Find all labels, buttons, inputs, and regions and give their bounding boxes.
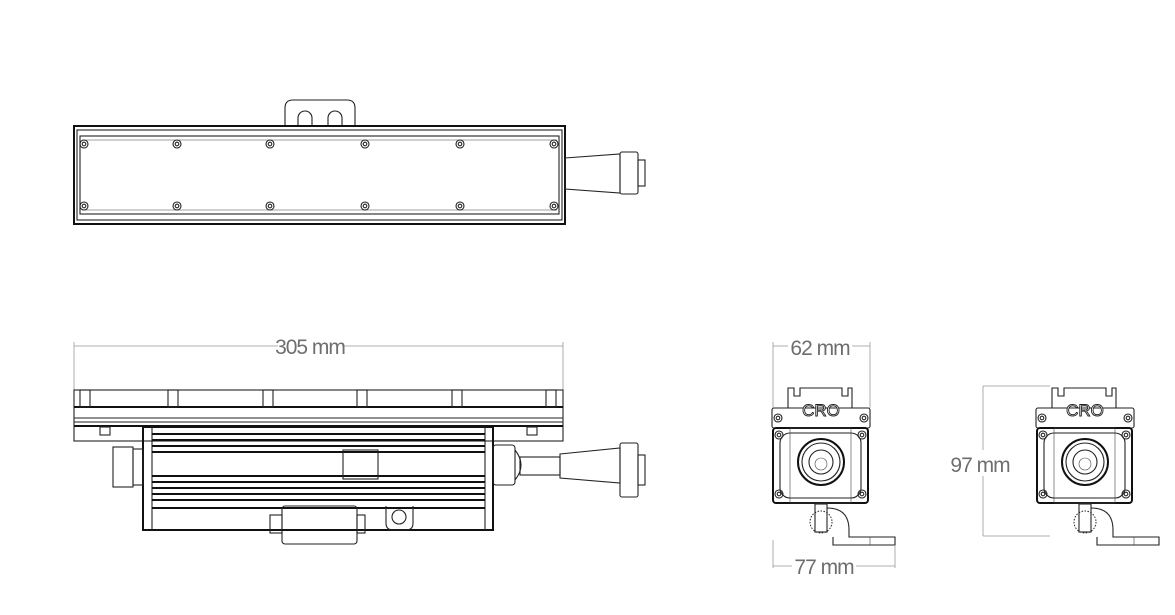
front-view-height: CRO 97 mm: [950, 385, 1159, 545]
logo-text: CRO: [802, 401, 840, 420]
top-view: [73, 99, 646, 225]
length-dimension: 305 mm: [275, 336, 345, 359]
width-dimension: 62 mm: [790, 337, 850, 360]
height-dimension: 97 mm: [950, 454, 1010, 477]
logo-text-2: CRO: [1066, 401, 1104, 420]
depth-dimension: 77 mm: [794, 556, 854, 579]
front-view: 62 mm CRO 77 mm: [772, 337, 895, 579]
side-view: 305 mm: [73, 336, 646, 545]
